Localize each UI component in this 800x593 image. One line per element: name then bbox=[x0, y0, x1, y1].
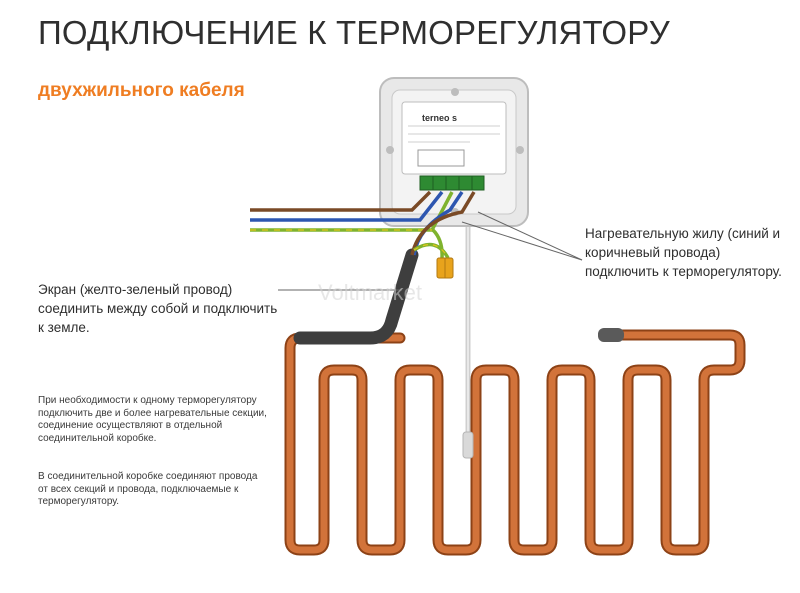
note-multi-section: При необходимости к одному терморегулято… bbox=[38, 395, 267, 444]
watermark: Voltmarket bbox=[318, 280, 422, 305]
page-title: ПОДКЛЮЧЕНИЕ К ТЕРМОРЕГУЛЯТОРУ bbox=[38, 14, 670, 51]
cable-end-cap bbox=[598, 328, 624, 342]
heating-cable bbox=[284, 328, 746, 556]
supply-wires bbox=[250, 190, 454, 232]
earth-wires bbox=[413, 228, 454, 279]
thermostat bbox=[379, 77, 529, 227]
label-shield: Экран (желто-зеленый провод) соединить м… bbox=[38, 282, 278, 335]
note-junction-box: В соединительной коробке соединяют прово… bbox=[38, 471, 258, 507]
shield-sleeve bbox=[293, 248, 419, 345]
page-subtitle: двухжильного кабеля bbox=[38, 80, 245, 101]
callout-lines bbox=[278, 211, 583, 291]
label-heating-core: Нагревательную жилу (синий и коричневый … bbox=[585, 226, 782, 279]
floor-sensor bbox=[462, 200, 474, 459]
device-brand: terneo s bbox=[422, 113, 457, 123]
